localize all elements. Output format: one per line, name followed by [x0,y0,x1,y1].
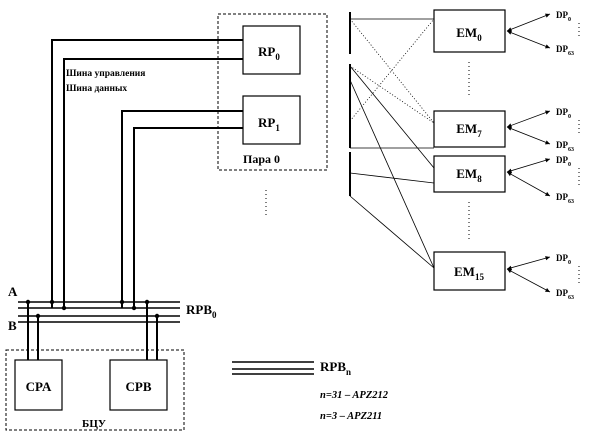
em8-dp-first-arrow-in [507,168,512,173]
em0-dp-first-arrow-out [545,13,550,18]
em7-dp-last-link [506,126,551,145]
legend-line-2: n=3 – APZ211 [320,411,382,422]
em15-box [433,251,506,291]
legend-bus-symbol [232,361,314,375]
pair-0-label: Пара 0 [243,152,280,166]
cpa-label: CPA [26,379,52,394]
em0-dp-first-label: DP0 [556,10,571,23]
em7-dp-last-arrow-in [507,126,512,131]
em7-box [433,110,506,148]
em7-label: EM7 [456,121,482,139]
rp1-data-bus [133,127,243,308]
control-bus-label: Шина управления [66,69,145,79]
em8-dp-last-label: DP63 [556,192,574,205]
rpb0-bus [18,301,180,323]
em15-dp-last-arrow-out [545,287,550,292]
side-a-label: A [8,284,18,299]
em15-dp-last-link [506,268,551,293]
em7-dp-last-arrow-out [545,140,550,145]
em15-dp-first-arrow-in [507,265,512,270]
em0-dp-last-arrow-in [507,30,512,35]
em0-dp-last-label: DP63 [556,44,574,57]
legend-line-1: n=31 – APZ212 [320,390,389,401]
central-unit-label: БЦУ [82,418,106,430]
em8-label: EM8 [456,166,482,184]
rp1-control-bus [121,110,243,308]
data-bus-label: Шина данных [66,84,127,94]
em0-dp-first-link [506,13,551,32]
rp0-label: RP0 [258,44,280,62]
em8-dp-first-arrow-out [545,158,550,163]
em0-dp-last-link [506,30,551,49]
rpb0-label: RPB0 [186,302,217,320]
em8-dp-last-link [506,171,551,197]
cpb-label: CPB [126,379,152,394]
rp0-data-bus [63,58,243,308]
legend-bus-label: RPBn [320,359,351,377]
rp-bus-lines [51,39,243,308]
em8-dp-first-label: DP0 [556,155,571,168]
em-link-lines [349,18,435,269]
em7-dp-first-link [506,110,551,128]
cpb-box [109,359,168,411]
rp1-box [242,95,301,145]
rp1-label: RP1 [258,115,280,133]
rp0-control-bus [51,39,243,308]
em7-dp-first-arrow-out [545,110,550,115]
pair-0-group [217,13,328,171]
central-unit-group [5,349,185,431]
em7-dp-first-label: DP0 [556,107,571,120]
em15-label: EM15 [454,264,484,282]
em15-dp-first-link [506,256,551,270]
em0-dp-first-arrow-in [507,27,512,32]
em8-box [433,155,506,193]
cpa-box [14,359,63,411]
em0-label: EM0 [456,25,482,43]
em15-dp-last-arrow-in [507,269,512,274]
cp-bus-links [27,302,158,360]
em8-dp-last-arrow-out [545,191,550,196]
em7-dp-last-label: DP63 [556,140,574,153]
side-b-label: B [8,318,17,333]
em0-box [433,9,506,53]
cp-junction-dots [25,299,160,319]
rp0-box [242,25,301,75]
em0-dp-last-arrow-out [545,44,550,49]
em15-dp-first-arrow-out [545,256,550,261]
em8-dp-first-link [506,158,551,173]
em15-dp-first-label: DP0 [556,253,571,266]
em15-dp-last-label: DP63 [556,288,574,301]
em7-dp-first-arrow-in [507,123,512,128]
em8-dp-last-arrow-in [507,172,512,177]
